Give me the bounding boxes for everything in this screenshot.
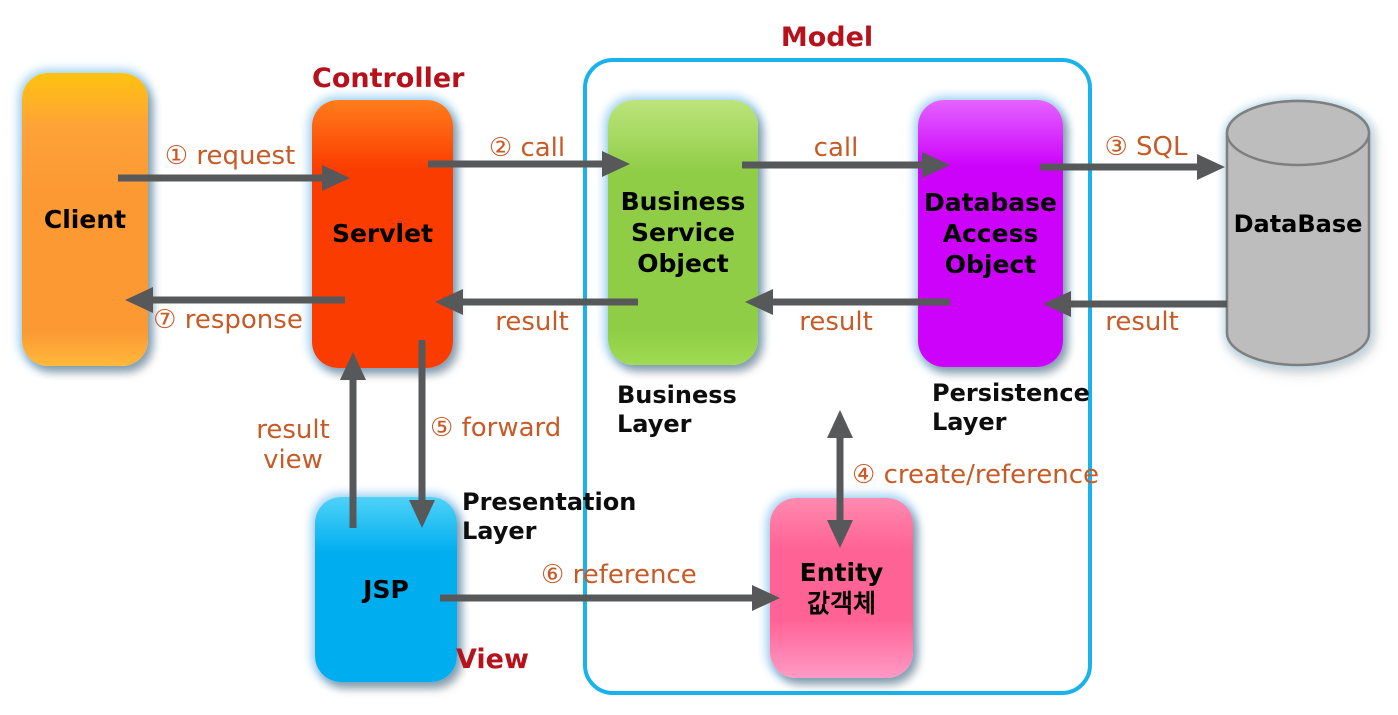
node-jsp-label: JSP: [363, 574, 409, 604]
label-flow-call-servlet: ② call: [488, 133, 566, 163]
node-database-access-object-label: Database Access Object: [923, 187, 1058, 280]
label-flow-reference: ⑥ reference: [541, 560, 697, 590]
label-flow-sql: ③ SQL: [1104, 132, 1188, 162]
label-flow-result-view: result view: [256, 415, 330, 475]
node-database-label: DataBase: [1233, 210, 1363, 238]
label-flow-result-to-servlet: result: [495, 307, 569, 337]
label-flow-result-to-bso: result: [799, 307, 873, 337]
node-client-label: Client: [43, 204, 127, 234]
label-flow-create-reference: ④ create/reference: [852, 460, 1100, 490]
node-jsp: JSP: [315, 497, 457, 682]
node-business-service-object-label: Business Service Object: [620, 186, 746, 279]
node-entity: Entity 값객체: [770, 498, 913, 678]
label-flow-result-to-dao: result: [1105, 307, 1179, 337]
label-flow-response: ⑦ response: [153, 305, 303, 335]
label-flow-forward: ⑤ forward: [430, 413, 562, 443]
node-business-service-object: Business Service Object: [608, 100, 758, 365]
node-database-access-object: Database Access Object: [918, 100, 1063, 367]
cylinder-shape: [1225, 99, 1371, 367]
node-entity-label: Entity 값객체: [799, 557, 884, 618]
database-cylinder-icon: [1225, 99, 1371, 367]
label-flow-request: ① request: [164, 141, 296, 171]
node-servlet: Servlet: [312, 100, 453, 368]
node-client: Client: [22, 73, 148, 366]
heading-controller: Controller: [312, 63, 465, 94]
label-flow-call-dao: call: [813, 133, 859, 163]
label-persistence-layer: Persistence Layer: [932, 379, 1090, 436]
node-servlet-label: Servlet: [331, 219, 434, 249]
label-business-layer: Business Layer: [617, 381, 737, 438]
heading-view: View: [456, 644, 529, 675]
heading-model: Model: [780, 22, 874, 53]
label-presentation-layer: Presentation Layer: [462, 488, 637, 545]
model-group-box: [583, 58, 1092, 695]
